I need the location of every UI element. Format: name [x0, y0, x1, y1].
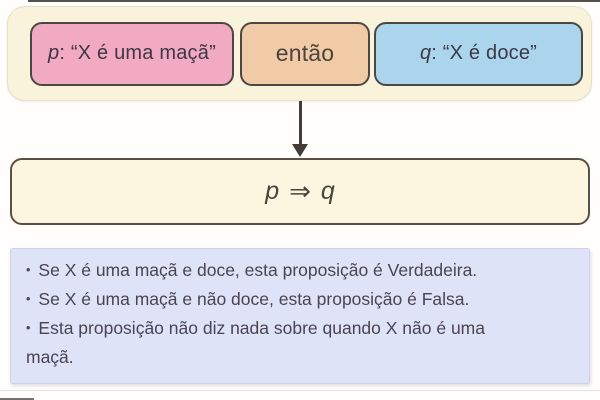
- explanation-item-text: Se X é uma maçã e não doce, esta proposi…: [38, 289, 470, 309]
- explanation-box: • Se X é uma maçã e doce, esta proposição…: [10, 248, 590, 384]
- implies-operator-icon: ⇒: [289, 176, 311, 206]
- implication-lhs: p: [265, 177, 280, 205]
- implication-rhs: q: [320, 177, 335, 205]
- bottom-divider-line: [0, 390, 600, 391]
- bullet-icon: •: [26, 321, 31, 335]
- implication-result-box: p ⇒ q: [10, 158, 590, 225]
- connector-label: então: [275, 40, 335, 66]
- premise-q-statement: : “X é doce”: [431, 42, 538, 64]
- explanation-item-text: Se X é uma maçã e doce, esta proposição …: [38, 260, 478, 280]
- top-crop-artifact-line: [28, 0, 600, 2]
- explanation-item: •Esta proposição não diz nada sobre quan…: [26, 315, 505, 371]
- explanation-item: • Se X é uma maçã e não doce, esta propos…: [26, 286, 505, 315]
- premise-p-box: p: “X é uma maçã”: [30, 21, 234, 86]
- down-arrow-shaft: [299, 101, 302, 147]
- bullet-icon: •: [26, 292, 31, 306]
- down-arrow-head-icon: [292, 144, 308, 157]
- explanation-item: • Se X é uma maçã e doce, esta proposição…: [26, 257, 505, 286]
- connector-box: então: [240, 21, 370, 86]
- premise-group-container: p: “X é uma maçã” então q: “X é doce”: [7, 6, 592, 101]
- bullet-icon: •: [26, 263, 31, 277]
- bottom-left-crop-artifact: [0, 398, 34, 400]
- premise-q-variable: q: [419, 42, 432, 64]
- explanation-item-text: Esta proposição não diz nada sobre quand…: [26, 318, 485, 367]
- premise-p-variable: p: [48, 42, 60, 64]
- premise-p-statement: : “X é uma maçã”: [59, 42, 216, 64]
- premise-q-box: q: “X é doce”: [374, 21, 583, 86]
